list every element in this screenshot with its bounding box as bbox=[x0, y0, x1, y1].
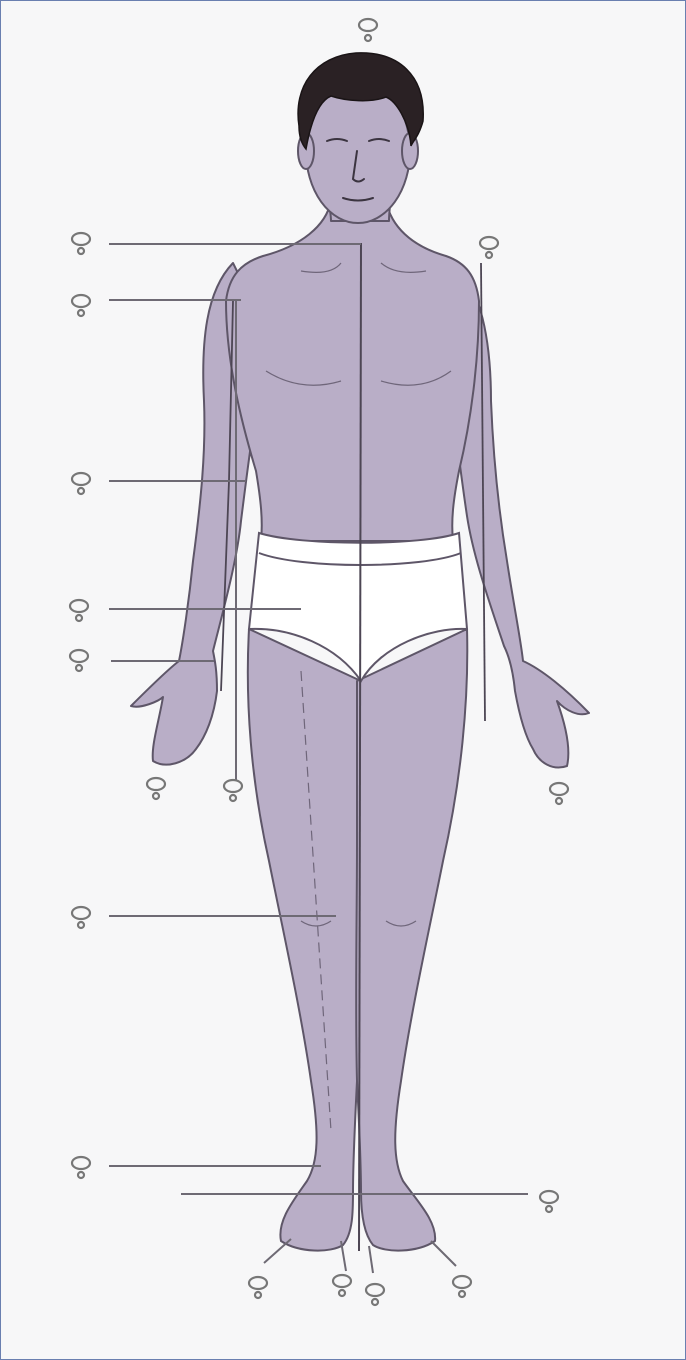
callout-heel-left[interactable] bbox=[333, 1275, 351, 1296]
right-leg bbox=[356, 629, 467, 1251]
callout-knee-left[interactable] bbox=[72, 907, 90, 928]
callout-elbow-left[interactable] bbox=[72, 473, 90, 494]
callout-toe-left[interactable] bbox=[249, 1277, 267, 1298]
callout-medial-feet[interactable] bbox=[540, 1191, 558, 1212]
callout-hip[interactable] bbox=[70, 600, 88, 621]
callout-midline[interactable] bbox=[72, 233, 90, 254]
callout-thumb-side-left[interactable] bbox=[224, 780, 242, 801]
callout-fingers-right[interactable] bbox=[550, 783, 568, 804]
callout-ankle-left[interactable] bbox=[72, 1157, 90, 1178]
torso bbox=[226, 201, 479, 541]
callout-shoulder-left[interactable] bbox=[72, 295, 90, 316]
callout-wrist-left[interactable] bbox=[70, 650, 88, 671]
callout-shoulder-right[interactable] bbox=[480, 237, 498, 258]
callout-head[interactable] bbox=[359, 19, 377, 41]
callout-heel-right[interactable] bbox=[366, 1284, 384, 1305]
callout-toe-right[interactable] bbox=[453, 1276, 471, 1297]
callout-palm-left[interactable] bbox=[147, 778, 165, 799]
